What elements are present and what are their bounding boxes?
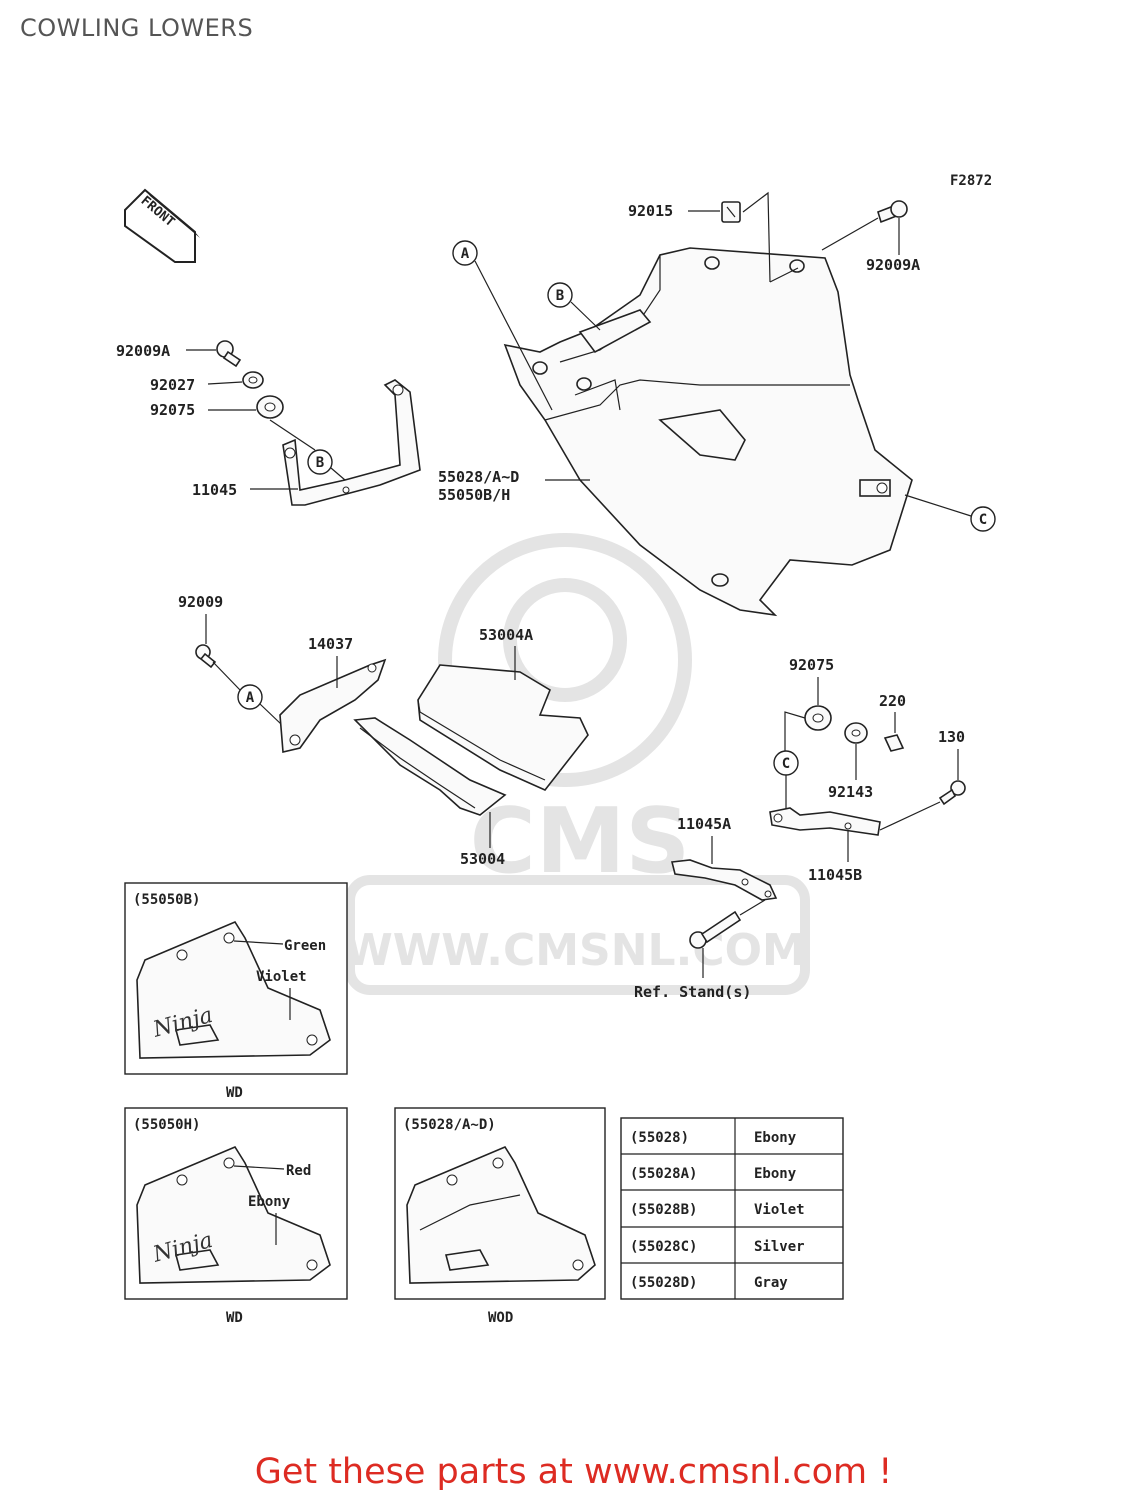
figure-code: F2872 xyxy=(950,173,992,189)
color-table-color-2: Violet xyxy=(754,1202,805,1218)
footer-link[interactable]: Get these parts at www.cmsnl.com ! xyxy=(254,1452,893,1492)
callout-11045A: 11045A xyxy=(677,815,731,833)
bolt-220-part xyxy=(883,734,905,752)
panel-55050H-color1: Red xyxy=(286,1163,311,1179)
callout-53004A: 53004A xyxy=(479,626,533,644)
callout-11045: 11045 xyxy=(192,481,237,499)
panel-55050H: (55050H) Ninja Red Ebony xyxy=(124,1107,348,1300)
circle-b-left-text: B xyxy=(316,455,324,471)
callout-92009: 92009 xyxy=(178,593,223,611)
page-title: COWLING LOWERS xyxy=(20,14,254,42)
bolt-92009A-top-part xyxy=(877,200,908,224)
grommet-92075-left-part xyxy=(256,395,284,419)
bracket-11045-part xyxy=(282,379,421,506)
bracket-11045B-part xyxy=(769,807,881,836)
color-table-part-2: (55028B) xyxy=(630,1202,697,1218)
watermark-url: WWW.CMSNL.COM xyxy=(344,925,806,976)
plate-53004-part xyxy=(353,717,507,816)
color-table-color-1: Ebony xyxy=(754,1166,797,1182)
plate-53004A-part xyxy=(417,664,589,791)
collar-92143-part xyxy=(844,722,868,744)
callout-55050: 55050B/H xyxy=(438,486,510,504)
callout-55028: 55028/A~D xyxy=(438,468,519,486)
panel-55028-code: WOD xyxy=(488,1310,513,1326)
circle-label-b-left xyxy=(307,449,333,475)
panel-55028-title: (55028/A~D) xyxy=(403,1117,496,1133)
panel-55050H-code: WD xyxy=(226,1310,243,1326)
color-table-part-0: (55028) xyxy=(630,1130,689,1146)
panel-55050B-color2: Violet xyxy=(256,969,307,985)
callout-92027: 92027 xyxy=(150,376,195,394)
bolt-ref-stand-part xyxy=(689,910,742,949)
lower-cowling-part xyxy=(503,247,913,617)
cms-watermark: CMS WWW.CMSNL.COM xyxy=(344,533,810,995)
circle-a-left-text: A xyxy=(246,690,255,706)
ref-stand-label: Ref. Stand(s) xyxy=(634,983,751,1001)
front-arrow-icon: FRONT xyxy=(124,188,200,263)
color-table-color-3: Silver xyxy=(754,1239,805,1255)
grommet-92075-right-part xyxy=(804,705,832,731)
panel-55050B-color1: Green xyxy=(284,938,326,954)
color-table-color-0: Ebony xyxy=(754,1130,797,1146)
bolt-92009-part xyxy=(195,644,217,669)
bolt-92009A-left-part xyxy=(216,340,242,368)
callout-92075-left: 92075 xyxy=(150,401,195,419)
circle-c-right-text: C xyxy=(979,512,987,528)
circle-label-c-right xyxy=(970,506,996,532)
callout-11045B: 11045B xyxy=(808,866,862,884)
circle-label-a-top xyxy=(452,240,478,266)
circle-label-a-left xyxy=(237,684,263,710)
circle-label-b-top xyxy=(547,282,573,308)
circle-a-top-text: A xyxy=(461,246,470,262)
collar-92027-part xyxy=(242,371,264,389)
bracket-11045A-part xyxy=(671,859,778,901)
panel-55050B: (55050B) Ninja Green Violet xyxy=(124,882,348,1075)
color-table-part-3: (55028C) xyxy=(630,1239,697,1255)
clip-92015-part xyxy=(721,201,741,223)
color-table-part-4: (55028D) xyxy=(630,1275,697,1291)
callout-92015: 92015 xyxy=(628,202,673,220)
callout-92009A-top: 92009A xyxy=(866,256,920,274)
watermark-brand: CMS xyxy=(470,789,690,894)
panel-55050H-title: (55050H) xyxy=(133,1117,200,1133)
panel-55028: (55028/A~D) xyxy=(394,1107,606,1300)
color-table-color-4: Gray xyxy=(754,1275,788,1291)
circle-b-top-text: B xyxy=(556,288,564,304)
callout-92009A-left: 92009A xyxy=(116,342,170,360)
callout-130: 130 xyxy=(938,728,965,746)
bracket-14037-part xyxy=(279,658,387,753)
panel-55050H-color2: Ebony xyxy=(248,1194,291,1210)
callout-220: 220 xyxy=(879,692,906,710)
callout-53004: 53004 xyxy=(460,850,505,868)
callout-92075-right: 92075 xyxy=(789,656,834,674)
circle-c-bottom-text: C xyxy=(782,756,790,772)
bolt-130-part xyxy=(938,780,966,806)
color-table: (55028) Ebony (55028A) Ebony (55028B) Vi… xyxy=(620,1117,844,1300)
panel-55050B-code: WD xyxy=(226,1085,243,1101)
panel-55050B-title: (55050B) xyxy=(133,892,200,908)
callout-14037: 14037 xyxy=(308,635,353,653)
color-table-part-1: (55028A) xyxy=(630,1166,697,1182)
callout-92143: 92143 xyxy=(828,783,873,801)
